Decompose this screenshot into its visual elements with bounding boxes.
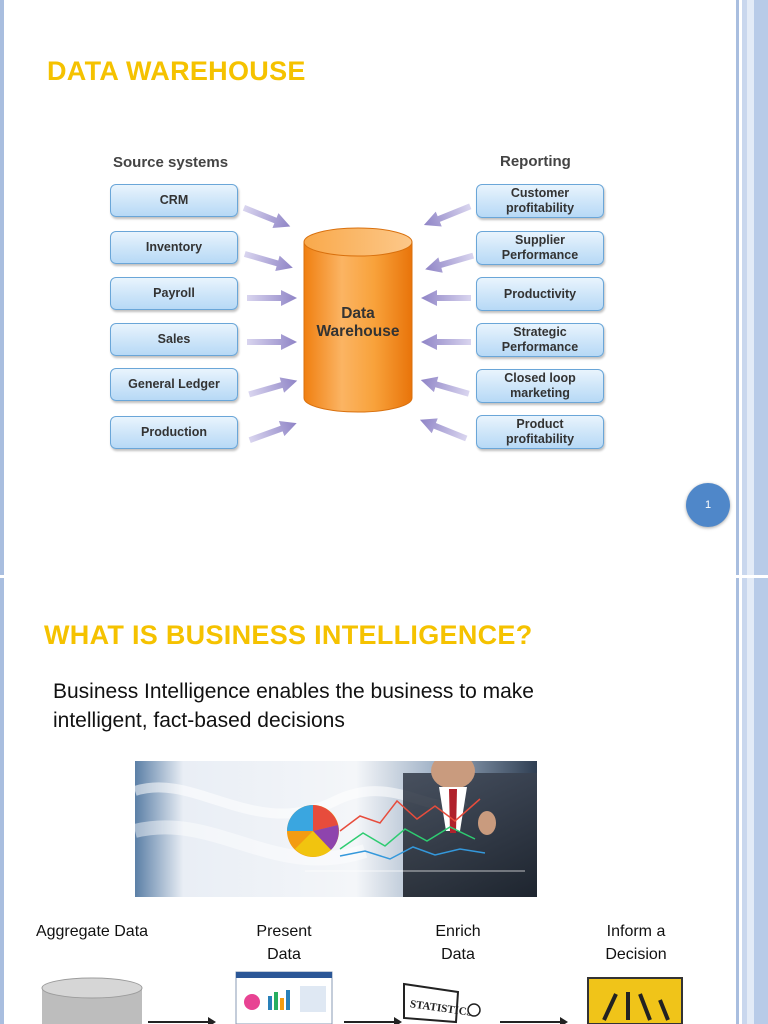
statistics-sign-icon: STATISTICS bbox=[403, 982, 481, 1024]
page-number-badge: 1 bbox=[686, 483, 730, 527]
source-production: Production bbox=[110, 416, 238, 449]
source-payroll: Payroll bbox=[110, 277, 238, 310]
reporting-header: Reporting bbox=[500, 153, 571, 170]
source-inventory: Inventory bbox=[110, 231, 238, 264]
process-step-icons: STATISTICS bbox=[41, 971, 683, 1024]
source-crm: CRM bbox=[110, 184, 238, 217]
database-icon bbox=[41, 977, 143, 1024]
decision-sign-icon bbox=[587, 977, 683, 1024]
source-systems-header: Source systems bbox=[113, 154, 229, 171]
report-productivity: Productivity bbox=[476, 277, 604, 311]
inbound-arrows bbox=[240, 200, 300, 448]
source-sales: Sales bbox=[110, 323, 238, 356]
business-intelligence-banner-image bbox=[135, 761, 537, 897]
data-flow-diagram bbox=[240, 198, 476, 448]
outbound-arrows bbox=[416, 198, 476, 446]
step-aggregate-data: Aggregate Data bbox=[35, 923, 149, 940]
source-general-ledger: General Ledger bbox=[110, 368, 238, 401]
intro-text: Business Intelligence enables the busine… bbox=[53, 680, 534, 732]
slide-title: DATA WAREHOUSE bbox=[47, 56, 306, 86]
slide-frame-right bbox=[734, 0, 768, 1024]
slide-frame-left bbox=[0, 0, 4, 1024]
slide-title-2: WHAT IS BUSINESS INTELLIGENCE? bbox=[44, 620, 533, 650]
slide-separator bbox=[0, 575, 768, 578]
data-warehouse-cylinder bbox=[303, 227, 413, 413]
dashboard-report-icon bbox=[235, 971, 333, 1024]
